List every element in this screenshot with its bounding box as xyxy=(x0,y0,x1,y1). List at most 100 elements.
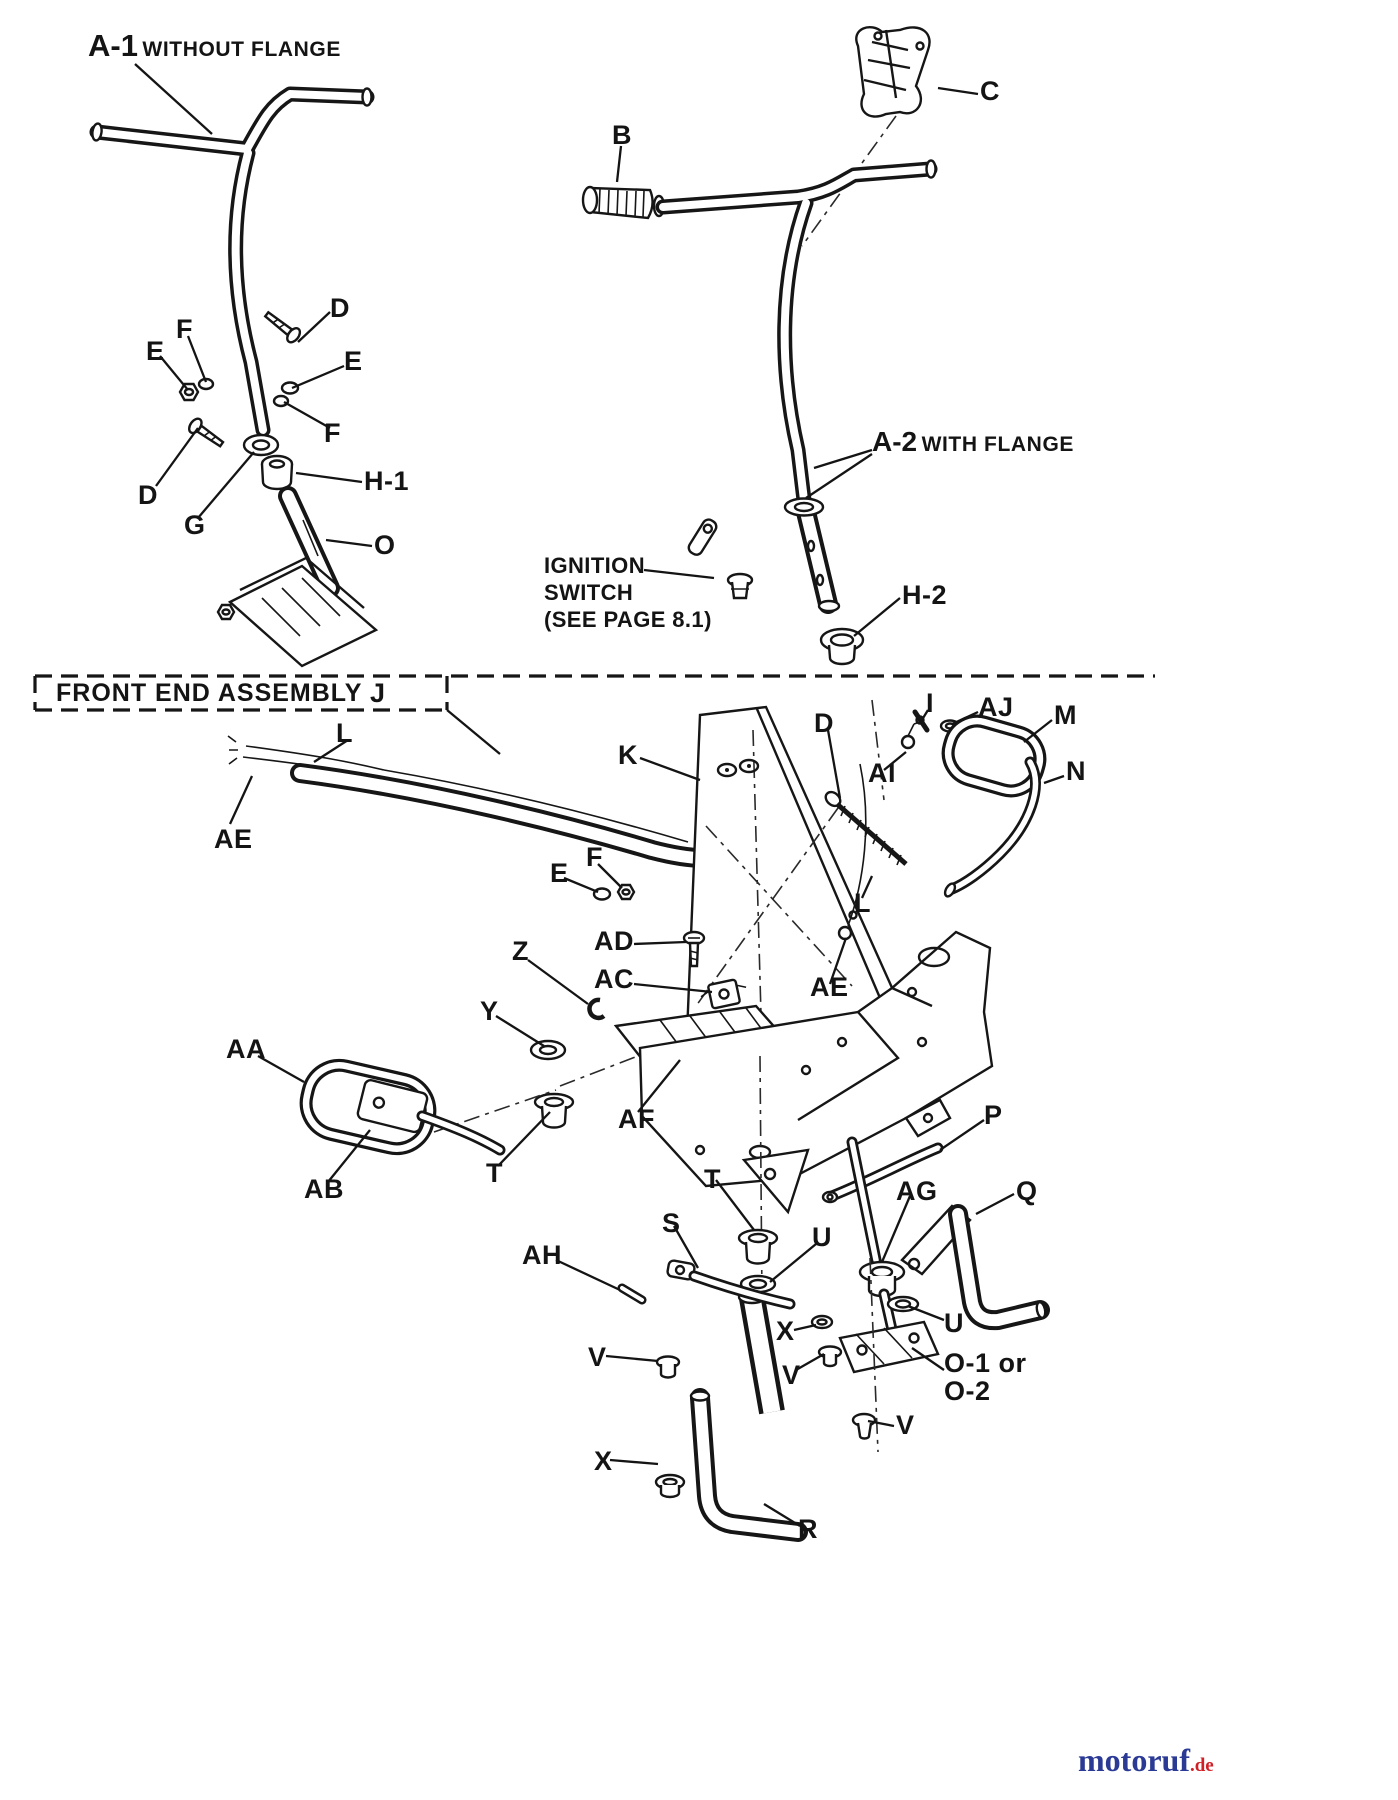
nut-e-left xyxy=(178,382,200,402)
part-label-l: L xyxy=(336,718,353,748)
axle-q xyxy=(900,1206,1047,1320)
section-title: FRONT END ASSEMBLY xyxy=(56,679,363,707)
watermark-tld: .de xyxy=(1189,1755,1214,1776)
washer-x-mid xyxy=(810,1314,834,1330)
bushing-v-mid xyxy=(817,1345,843,1368)
clamp-c xyxy=(855,26,931,118)
part-label-f: F xyxy=(586,842,603,872)
part-label-i: I xyxy=(926,688,935,718)
rod-n xyxy=(943,762,1035,898)
part-label-h-2: H-2 xyxy=(902,580,948,610)
nut-x-bottom xyxy=(654,1473,686,1499)
ignition-line2: SWITCH xyxy=(544,580,634,605)
a1-note: WITHOUT FLANGE xyxy=(142,38,341,61)
a2-grip-end xyxy=(925,159,937,179)
part-label-e: E xyxy=(146,336,165,366)
bolt-d-long xyxy=(824,790,908,866)
part-label-h-1: H-1 xyxy=(364,466,410,496)
cable-ae-right xyxy=(837,763,867,941)
spindle-plate-o1-o2 xyxy=(838,1320,940,1374)
part-label-ae: AE xyxy=(810,972,849,1002)
tie-rod-s xyxy=(666,1259,790,1304)
frame-body xyxy=(638,930,994,1188)
part-label-ah: AH xyxy=(522,1240,562,1270)
ignition-line1: IGNITION xyxy=(544,553,645,578)
part-label-o: O xyxy=(374,530,396,560)
a1-grip-end-right xyxy=(361,87,373,107)
latch-ab xyxy=(356,1078,500,1150)
part-label-t: T xyxy=(486,1158,503,1188)
bolt-d-upper xyxy=(263,310,302,344)
a2-flanged-tube xyxy=(783,497,841,612)
a1-part-id: A-1 xyxy=(88,28,138,63)
washer-e-right xyxy=(280,381,300,395)
part-label-v: V xyxy=(896,1410,915,1440)
part-label-m: M xyxy=(1054,700,1077,730)
bearing-g xyxy=(242,433,280,457)
part-label-z: Z xyxy=(512,936,529,966)
bushing-v-left xyxy=(655,1355,681,1379)
part-label-aa: AA xyxy=(226,1034,266,1064)
washer-y xyxy=(529,1039,567,1061)
steering-post-o xyxy=(216,0,379,668)
part-label-ad: AD xyxy=(594,926,634,956)
clip-z xyxy=(587,997,606,1021)
part-label-o-1-or: O-1 or xyxy=(944,1348,1027,1378)
part-label-f: F xyxy=(176,314,193,344)
part-label-g: G xyxy=(184,510,206,540)
pin-ah xyxy=(622,1288,642,1300)
a1-grip-end xyxy=(91,122,103,142)
part-label-ai: AI xyxy=(868,758,896,788)
section-part-j: J xyxy=(370,678,386,708)
grip-b xyxy=(581,185,666,220)
part-label-s: S xyxy=(662,1208,681,1238)
part-label-d: D xyxy=(814,708,834,738)
part-label-aj: AJ xyxy=(978,692,1014,722)
front-end-assembly-drawing xyxy=(227,699,1047,1532)
bushing-h1 xyxy=(260,454,294,491)
bushing-v-right xyxy=(851,1412,877,1440)
part-label-k: K xyxy=(618,740,638,770)
nut-f-mid xyxy=(616,883,636,901)
ignition-switch-note: IGNITION SWITCH (SEE PAGE 8.1) xyxy=(544,552,712,633)
ignition-switch-parts xyxy=(687,518,754,600)
label-a1-title: A-1 WITHOUT FLANGE xyxy=(88,28,341,64)
bushing-t-mid xyxy=(737,1228,779,1265)
label-a2-title: A-2 WITH FLANGE xyxy=(872,426,1074,458)
part-label-v: V xyxy=(588,1342,607,1372)
part-label-af: AF xyxy=(618,1104,655,1134)
part-label-o-2: O-2 xyxy=(944,1376,991,1406)
a1-handlebar-assembly xyxy=(0,0,379,668)
a2-part-id: A-2 xyxy=(872,426,918,457)
part-label-f: F xyxy=(324,418,341,448)
a2-note: WITH FLANGE xyxy=(921,433,1074,456)
part-label-v: V xyxy=(782,1360,801,1390)
tie-rod-p xyxy=(821,1148,938,1204)
part-label-ag: AG xyxy=(896,1176,938,1206)
leader-lines xyxy=(134,63,1065,1527)
bushing-t-left xyxy=(533,1092,575,1129)
watermark-brand: motoruf xyxy=(1078,1742,1190,1778)
part-label-r: R xyxy=(798,1514,818,1544)
part-label-q: Q xyxy=(1016,1176,1038,1206)
screw-ad xyxy=(682,930,706,968)
part-label-ac: AC xyxy=(594,964,634,994)
part-label-b: B xyxy=(612,120,632,150)
pivot-bracket xyxy=(741,1148,810,1215)
part-label-x: X xyxy=(594,1446,613,1476)
part-label-l: L xyxy=(854,888,871,918)
washer-f-right xyxy=(272,394,290,408)
bolt-d-lower xyxy=(188,417,225,448)
part-label-e: E xyxy=(550,858,569,888)
part-label-u: U xyxy=(944,1308,964,1338)
spindle-center xyxy=(737,1291,772,1412)
watermark: motoruf.de xyxy=(1078,1742,1214,1779)
part-label-x: X xyxy=(776,1316,795,1346)
ignition-line3: (SEE PAGE 8.1) xyxy=(544,607,712,632)
part-label-e: E xyxy=(344,346,363,376)
bushing-h2 xyxy=(819,627,865,666)
part-label-d: D xyxy=(330,293,350,323)
part-label-u: U xyxy=(812,1222,832,1252)
